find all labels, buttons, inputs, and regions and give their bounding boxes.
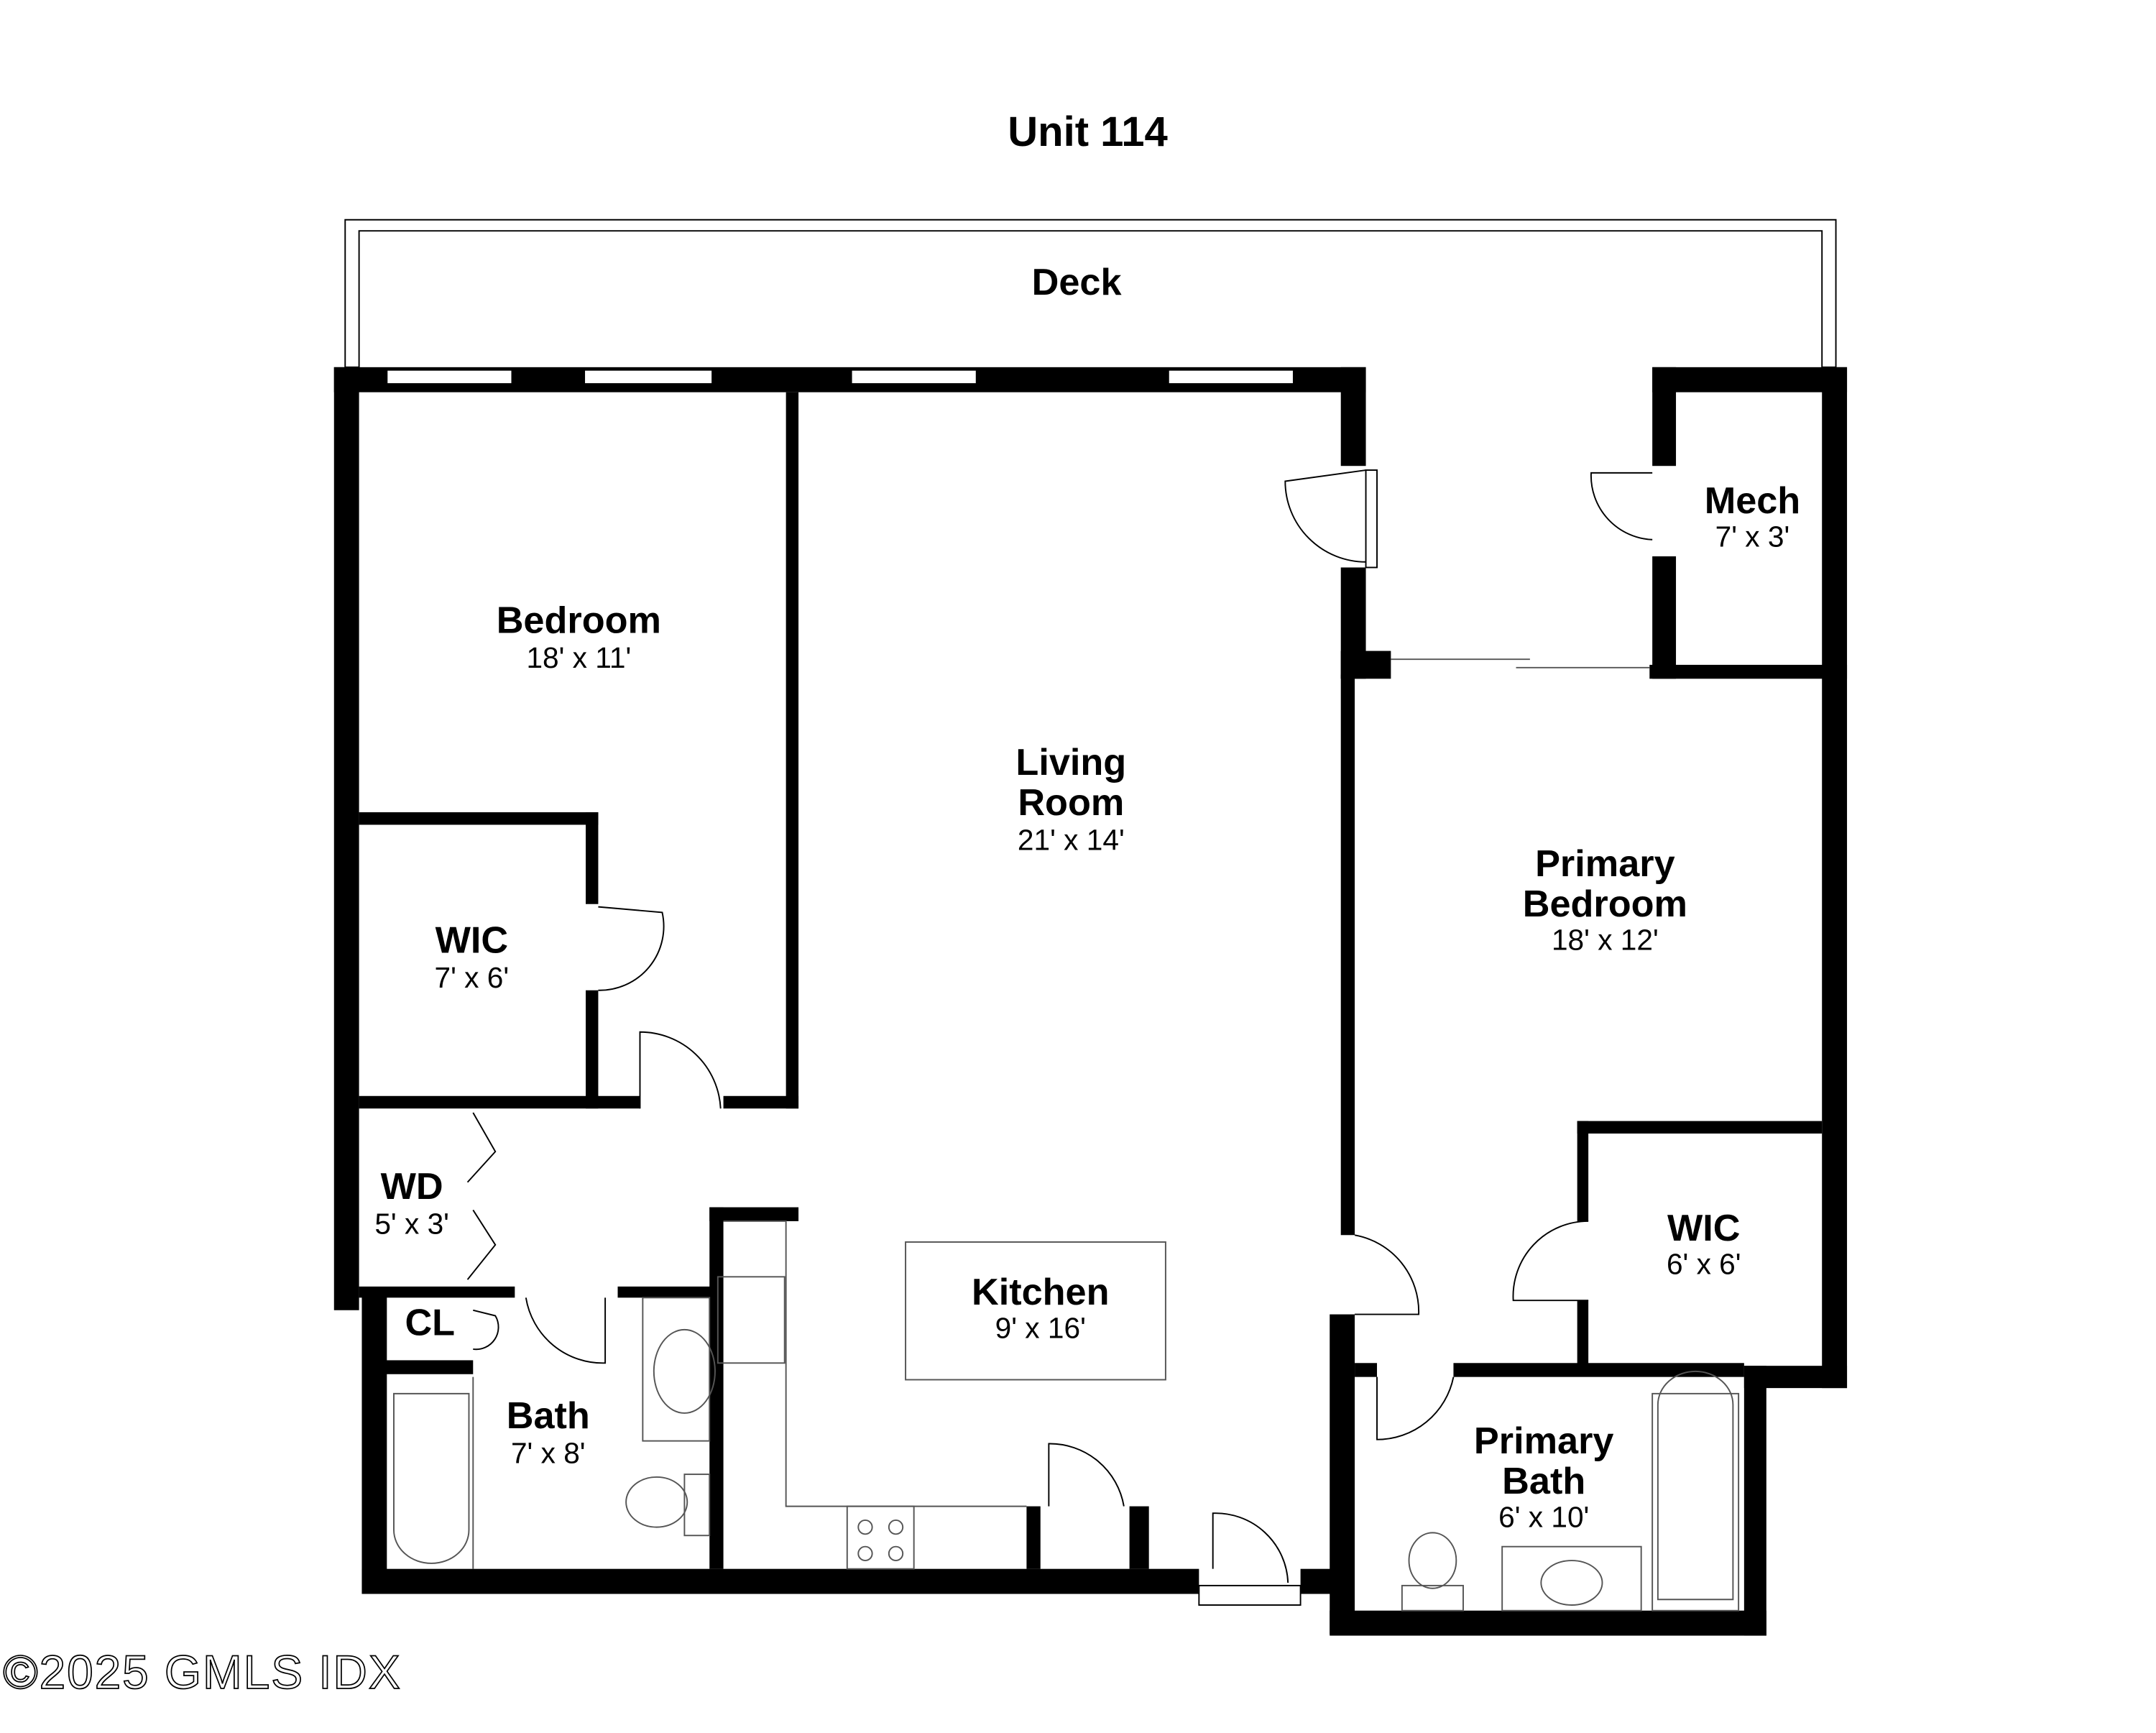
room-name-wic-left: WIC <box>436 919 509 961</box>
room-name-bath: Bath <box>507 1395 590 1437</box>
plan-title: Unit 114 <box>1008 109 1168 155</box>
room-name-cl: CL <box>405 1302 455 1344</box>
toilet-icon <box>625 1476 688 1528</box>
room-name-living-2: Room <box>1018 782 1124 824</box>
room-name-primary-bedroom-1: Primary <box>1535 843 1675 885</box>
primary-bath-sink <box>1540 1560 1603 1606</box>
bathtub-icon <box>393 1392 470 1564</box>
room-name-deck: Deck <box>1032 262 1123 303</box>
room-dims-wic-right: 6' x 6' <box>1667 1247 1741 1280</box>
room-name-mech: Mech <box>1705 480 1801 522</box>
room-name-primary-bath-2: Bath <box>1502 1461 1585 1502</box>
room-dims-wd: 5' x 3' <box>374 1207 449 1240</box>
stove-icon <box>846 1505 915 1570</box>
room-name-living-1: Living <box>1015 742 1126 783</box>
primary-bathtub-icon <box>1657 1370 1734 1601</box>
room-dims-living: 21' x 14' <box>1018 823 1125 856</box>
room-dims-bedroom: 18' x 11' <box>526 641 631 674</box>
room-name-kitchen: Kitchen <box>972 1272 1110 1313</box>
room-dims-bath: 7' x 8' <box>511 1437 586 1470</box>
room-dims-kitchen: 9' x 16' <box>995 1311 1086 1344</box>
room-dims-mech: 7' x 3' <box>1715 520 1790 553</box>
windows <box>386 369 1294 385</box>
kitchen-island <box>905 1241 1166 1381</box>
deck: Deck <box>344 219 1837 368</box>
bath-sink <box>653 1328 716 1414</box>
room-name-primary-bath-1: Primary <box>1474 1420 1614 1462</box>
fixtures <box>393 1220 1740 1612</box>
watermark: ©2025 GMLS IDX <box>3 1645 401 1698</box>
doors <box>466 469 1653 1606</box>
walls <box>333 367 1848 1636</box>
room-name-bedroom: Bedroom <box>497 599 661 641</box>
room-dims-primary-bedroom: 18' x 12' <box>1552 924 1659 957</box>
room-dims-wic-left: 7' x 6' <box>435 961 510 994</box>
room-name-wic-right: WIC <box>1667 1208 1741 1249</box>
primary-toilet-icon <box>1408 1532 1457 1589</box>
kitchen-sink <box>717 1276 786 1364</box>
room-name-wd: WD <box>381 1166 443 1208</box>
room-dims-primary-bath: 6' x 10' <box>1498 1501 1589 1534</box>
room-name-primary-bedroom-2: Bedroom <box>1523 883 1687 925</box>
